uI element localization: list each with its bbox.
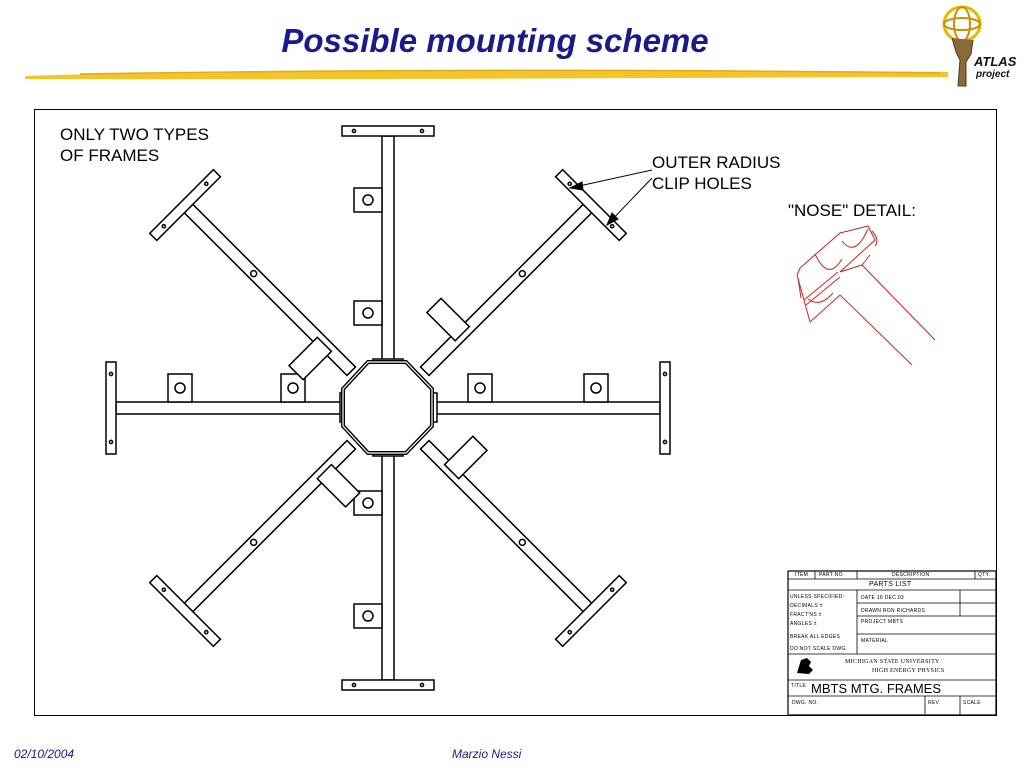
clip-hole xyxy=(419,682,425,688)
title-block-grid xyxy=(787,570,997,716)
leader-arrows xyxy=(568,169,653,227)
frame-arms xyxy=(105,125,671,691)
arm-bar xyxy=(419,203,593,377)
diagonal-frame-arm xyxy=(148,439,361,648)
diagonal-frame-arm xyxy=(148,168,357,381)
break-edges: BREAK ALL EDGES xyxy=(790,634,841,640)
label-two-frame-types-line2: OF FRAMES xyxy=(60,146,160,165)
clip-hole xyxy=(351,128,357,134)
mounting-hole xyxy=(287,382,299,394)
diagonal-frame-arm xyxy=(419,435,628,648)
spec-fractions: FRACT'NS ± xyxy=(790,612,822,618)
label-clip-holes: OUTER RADIUS CLIP HOLES xyxy=(652,152,780,194)
arm-end-plate xyxy=(554,574,628,648)
arm-end-plate xyxy=(148,574,222,648)
clip-hole xyxy=(203,629,209,635)
arm-end-plate xyxy=(341,679,435,691)
arm-bar xyxy=(381,453,395,681)
clip-hole xyxy=(419,128,425,134)
drawing-border xyxy=(34,109,997,716)
arm-hole xyxy=(518,269,527,278)
arm-hole xyxy=(249,538,258,547)
support-block xyxy=(443,435,489,480)
title-block: ITEM PART NO. DESCRIPTION QTY. PARTS LIS… xyxy=(787,570,997,716)
central-hub xyxy=(339,358,438,457)
arm-end-plate xyxy=(659,361,671,455)
mounting-hole xyxy=(474,382,486,394)
mounting-hole xyxy=(362,194,374,206)
spec-angles: ANGLES ± xyxy=(790,621,817,627)
straight-frame-arm xyxy=(433,361,671,455)
project-name: PROJECT MBTS xyxy=(861,619,904,625)
rev-label: REV. xyxy=(928,700,941,706)
parts-list-heading: PARTS LIST xyxy=(869,581,912,588)
spec-unless: UNLESS SPECIFIED: xyxy=(790,594,845,600)
clip-hole xyxy=(108,371,114,377)
scale-label: SCALE xyxy=(963,700,981,706)
drawing-date: DATE 16 DEC 03 xyxy=(861,595,905,601)
drawing-title: MBTS MTG. FRAMES xyxy=(811,681,941,696)
footer-date: 02/10/2004 xyxy=(14,747,75,761)
straight-frame-arm xyxy=(341,453,435,691)
arm-bar xyxy=(115,401,343,415)
title-field-label: TITLE xyxy=(791,683,807,689)
arm-end-plate xyxy=(148,168,222,242)
logo-atlas-text: ATLAS xyxy=(973,54,1017,69)
mounting-hole xyxy=(362,307,374,319)
clip-hole xyxy=(161,223,167,229)
clip-hole xyxy=(351,682,357,688)
clip-hole xyxy=(609,223,615,229)
arm-hole xyxy=(518,538,527,547)
support-block xyxy=(425,297,471,342)
clip-hole xyxy=(203,181,209,187)
mounting-hole xyxy=(362,497,374,509)
drawn-by: DRAWN RON RICHARDS xyxy=(861,608,926,614)
logo-project-text: project xyxy=(975,69,1010,80)
clip-hole xyxy=(567,629,573,635)
mounting-hole xyxy=(362,610,374,622)
label-two-frame-types: ONLY TWO TYPES OF FRAMES xyxy=(60,124,209,166)
clip-hole xyxy=(108,439,114,445)
arm-hole xyxy=(249,269,258,278)
support-block xyxy=(316,463,361,509)
msu-spartan-icon xyxy=(797,658,813,674)
label-nose-detail: "NOSE" DETAIL: xyxy=(788,201,916,220)
col-part-no: PART NO. xyxy=(819,572,845,578)
label-two-frame-types-line1: ONLY TWO TYPES xyxy=(60,125,209,144)
material-label: MATERIAL xyxy=(861,638,889,644)
nose-detail xyxy=(796,225,936,366)
straight-frame-arm xyxy=(341,125,435,363)
arm-bar xyxy=(381,135,395,363)
mounting-hole xyxy=(174,382,186,394)
arm-bar xyxy=(433,401,661,415)
arm-end-plate xyxy=(105,361,117,455)
title-underline-brush xyxy=(25,69,948,80)
university-name: MICHIGAN STATE UNIVERSITY xyxy=(845,659,940,665)
straight-frame-arm xyxy=(105,361,343,455)
col-qty: QTY. xyxy=(978,572,991,578)
dwg-no-label: DWG. NO. xyxy=(792,700,819,706)
diagonal-frame-arm xyxy=(419,168,628,377)
do-not-scale: DO NOT SCALE DWG. xyxy=(790,646,848,652)
label-clip-holes-line2: CLIP HOLES xyxy=(652,174,752,193)
label-clip-holes-line1: OUTER RADIUS xyxy=(652,153,781,172)
clip-hole xyxy=(161,587,167,593)
col-item: ITEM xyxy=(795,572,809,578)
slide-title: Possible mounting scheme xyxy=(281,22,709,59)
atlas-project-logo: ATLAS project xyxy=(942,5,1017,87)
footer-author: Marzio Nessi xyxy=(452,747,522,761)
mounting-hole xyxy=(590,382,602,394)
spec-decimals: DECIMALS ± xyxy=(790,603,823,609)
arm-end-plate xyxy=(341,125,435,137)
department-name: HIGH ENERGY PHYSICS xyxy=(872,668,945,674)
clip-hole xyxy=(609,587,615,593)
clip-hole xyxy=(662,439,668,445)
clip-hole xyxy=(662,371,668,377)
clip-hole xyxy=(567,181,573,187)
support-block xyxy=(287,336,333,381)
col-description: DESCRIPTION xyxy=(892,572,930,578)
